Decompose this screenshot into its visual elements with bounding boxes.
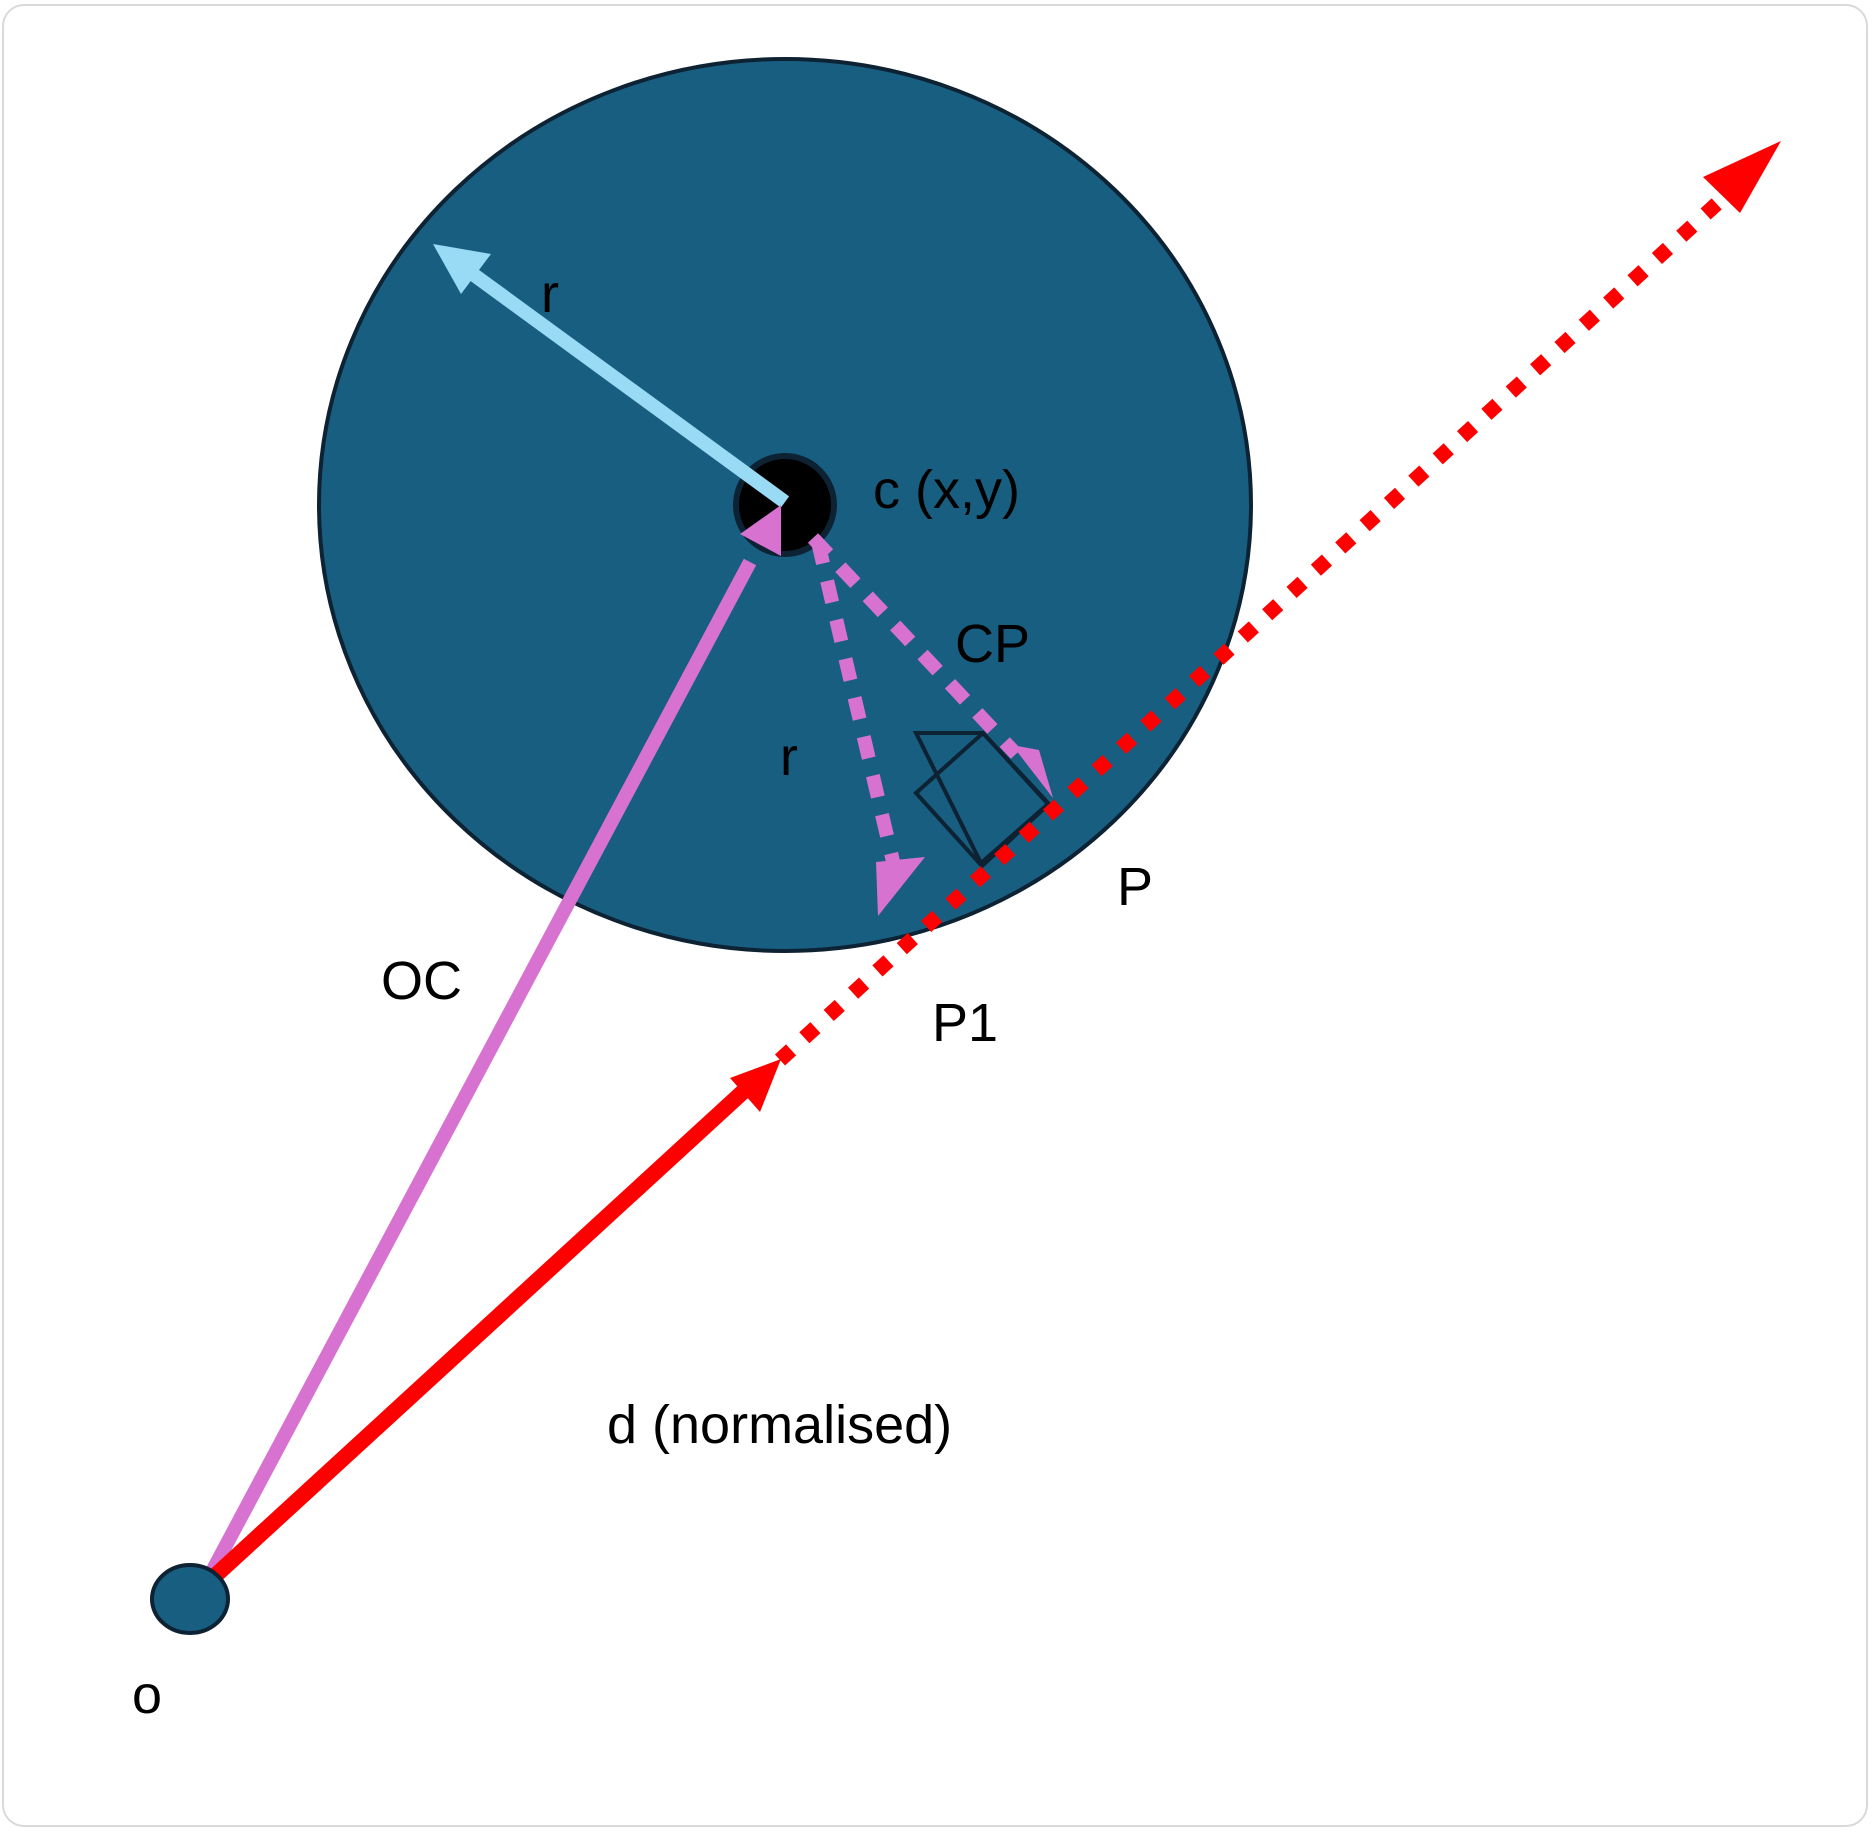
direction-label: d (normalised) bbox=[607, 1395, 952, 1455]
cp-label: CP bbox=[955, 614, 1030, 674]
center-label: c (x,y) bbox=[873, 460, 1020, 520]
oc-vector bbox=[201, 505, 781, 1583]
origin-point bbox=[150, 1563, 230, 1635]
ray-dotted bbox=[774, 141, 1781, 1066]
radius-inner-label: r bbox=[780, 727, 798, 787]
radius-top-label: r bbox=[541, 264, 559, 324]
direction-vector bbox=[210, 1059, 781, 1581]
dashed-cp-vector bbox=[807, 533, 1053, 798]
radius-arrow bbox=[433, 244, 790, 508]
origin-label: o bbox=[132, 1665, 162, 1725]
p-label: P bbox=[1117, 857, 1153, 917]
right-angle-square bbox=[913, 730, 1052, 869]
p1-label: P1 bbox=[932, 993, 998, 1053]
oc-label: OC bbox=[381, 951, 462, 1011]
dashed-radius-to-p1 bbox=[811, 540, 925, 916]
